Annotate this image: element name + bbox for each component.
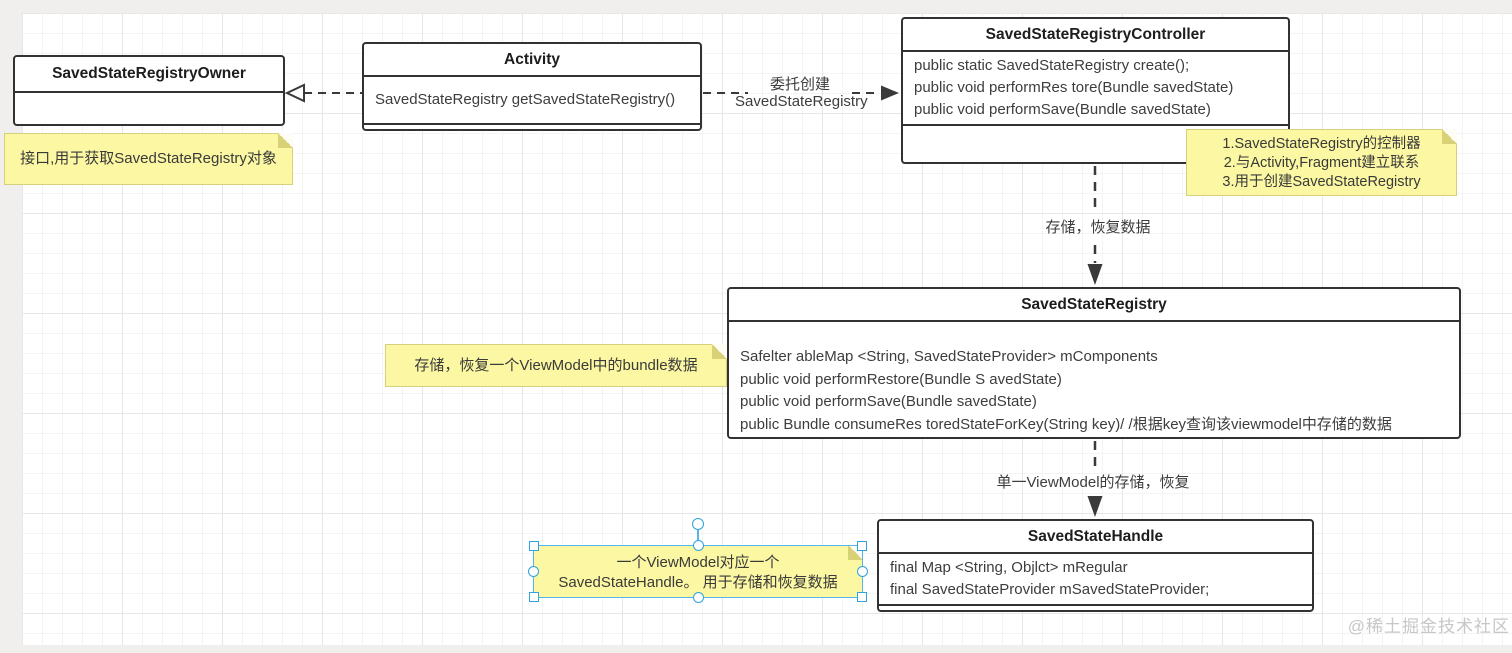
member-row: public Bundle consumeRes toredStateForKe… bbox=[740, 415, 1392, 433]
edge-label-store-restore[interactable]: 存储，恢复数据 bbox=[1040, 219, 1156, 236]
edge-implements-arrow[interactable] bbox=[284, 83, 362, 103]
note-text: 存储，恢复一个ViewModel中的bundle数据 bbox=[414, 357, 698, 374]
class-title: SavedStateRegistryController bbox=[903, 19, 1288, 52]
note-controller[interactable]: 1.SavedStateRegistry的控制器 2.与Activity,Fra… bbox=[1186, 129, 1457, 196]
rotation-handle[interactable] bbox=[692, 518, 704, 530]
member-row: SavedStateRegistry getSavedStateRegistry… bbox=[375, 91, 676, 108]
members-compartment: Safelter ableMap <String, SavedStateProv… bbox=[729, 322, 1459, 439]
class-title: SavedStateHandle bbox=[879, 521, 1312, 554]
member-row: public void performSave(Bundle savedStat… bbox=[914, 101, 1211, 118]
edge-label-single-viewmodel[interactable]: 单一ViewModel的存储，恢复 bbox=[993, 474, 1193, 491]
note-line: 3.用于创建SavedStateRegistry bbox=[1222, 174, 1421, 190]
note-fold-corner bbox=[712, 344, 727, 359]
class-title: Activity bbox=[364, 44, 700, 77]
note-line: SavedStateHandle。 用于存储和恢复数据 bbox=[558, 574, 838, 591]
empty-compartment bbox=[364, 123, 700, 129]
note-text: 接口,用于获取SavedStateRegistry对象 bbox=[20, 150, 277, 167]
selection-handle-s[interactable] bbox=[692, 592, 704, 603]
member-row: Safelter ableMap <String, SavedStateProv… bbox=[740, 348, 1158, 365]
selection-handle-se[interactable] bbox=[857, 592, 867, 602]
edge-store-restore-arrow[interactable] bbox=[1087, 166, 1103, 285]
edge-label-delegate[interactable]: 委托创建 SavedStateRegistry bbox=[735, 76, 868, 110]
edge-label-line: SavedStateRegistry bbox=[735, 93, 868, 110]
note-line: 1.SavedStateRegistry的控制器 bbox=[1222, 136, 1421, 152]
member-row: public void performSave(Bundle savedStat… bbox=[740, 393, 1037, 411]
note-fold-corner bbox=[278, 133, 293, 148]
selection-handle-sw[interactable] bbox=[529, 592, 539, 602]
note-owner[interactable]: 接口,用于获取SavedStateRegistry对象 bbox=[4, 133, 293, 185]
note-line: 2.与Activity,Fragment建立联系 bbox=[1223, 155, 1420, 171]
member-row: public void performRestore(Bundle S aved… bbox=[740, 370, 1062, 388]
member-row: public void performRes tore(Bundle saved… bbox=[914, 79, 1234, 96]
member-row: public static SavedStateRegistry create(… bbox=[914, 57, 1190, 74]
members-compartment: SavedStateRegistry getSavedStateRegistry… bbox=[364, 77, 700, 123]
note-fold-corner bbox=[1442, 129, 1457, 144]
selection-handle-ne[interactable] bbox=[857, 541, 867, 551]
members-compartment: public static SavedStateRegistry create(… bbox=[903, 52, 1288, 124]
member-row: final Map <String, Objlct> mRegular bbox=[890, 559, 1128, 576]
edge-delegate-create-arrow[interactable] bbox=[703, 85, 899, 101]
member-row: final SavedStateProvider mSavedStateProv… bbox=[890, 581, 1210, 598]
empty-compartment bbox=[879, 604, 1312, 610]
empty-compartment bbox=[15, 93, 283, 124]
edge-label-line: 委托创建 bbox=[769, 76, 830, 93]
selection-handle-n[interactable] bbox=[692, 540, 704, 551]
class-box-savedstateregistryowner[interactable]: SavedStateRegistryOwner bbox=[13, 55, 285, 126]
selection-handle-nw[interactable] bbox=[529, 541, 539, 551]
edge-label-text: 存储，恢复数据 bbox=[1045, 219, 1151, 236]
note-registry[interactable]: 存储，恢复一个ViewModel中的bundle数据 bbox=[385, 344, 727, 387]
watermark: @稀土掘金技术社区 bbox=[1347, 617, 1510, 636]
class-box-savedstatehandle[interactable]: SavedStateHandle final Map <String, Objl… bbox=[877, 519, 1314, 612]
edge-single-viewmodel-arrow[interactable] bbox=[1087, 441, 1103, 517]
class-box-activity[interactable]: Activity SavedStateRegistry getSavedStat… bbox=[362, 42, 702, 131]
selection-handle-e[interactable] bbox=[857, 566, 868, 577]
selection-handle-w[interactable] bbox=[528, 566, 539, 577]
class-title: SavedStateRegistry bbox=[729, 289, 1459, 322]
class-box-savedstateregistry[interactable]: SavedStateRegistry Safelter ableMap <Str… bbox=[727, 287, 1461, 439]
note-line: 一个ViewModel对应一个 bbox=[616, 554, 780, 571]
note-handle[interactable]: 一个ViewModel对应一个 SavedStateHandle。 用于存储和恢… bbox=[533, 545, 863, 598]
members-compartment: final Map <String, Objlct> mRegular fina… bbox=[879, 554, 1312, 604]
class-title: SavedStateRegistryOwner bbox=[15, 57, 283, 93]
empty-compartment bbox=[903, 124, 1288, 162]
edge-label-text: 单一ViewModel的存储，恢复 bbox=[996, 474, 1190, 491]
